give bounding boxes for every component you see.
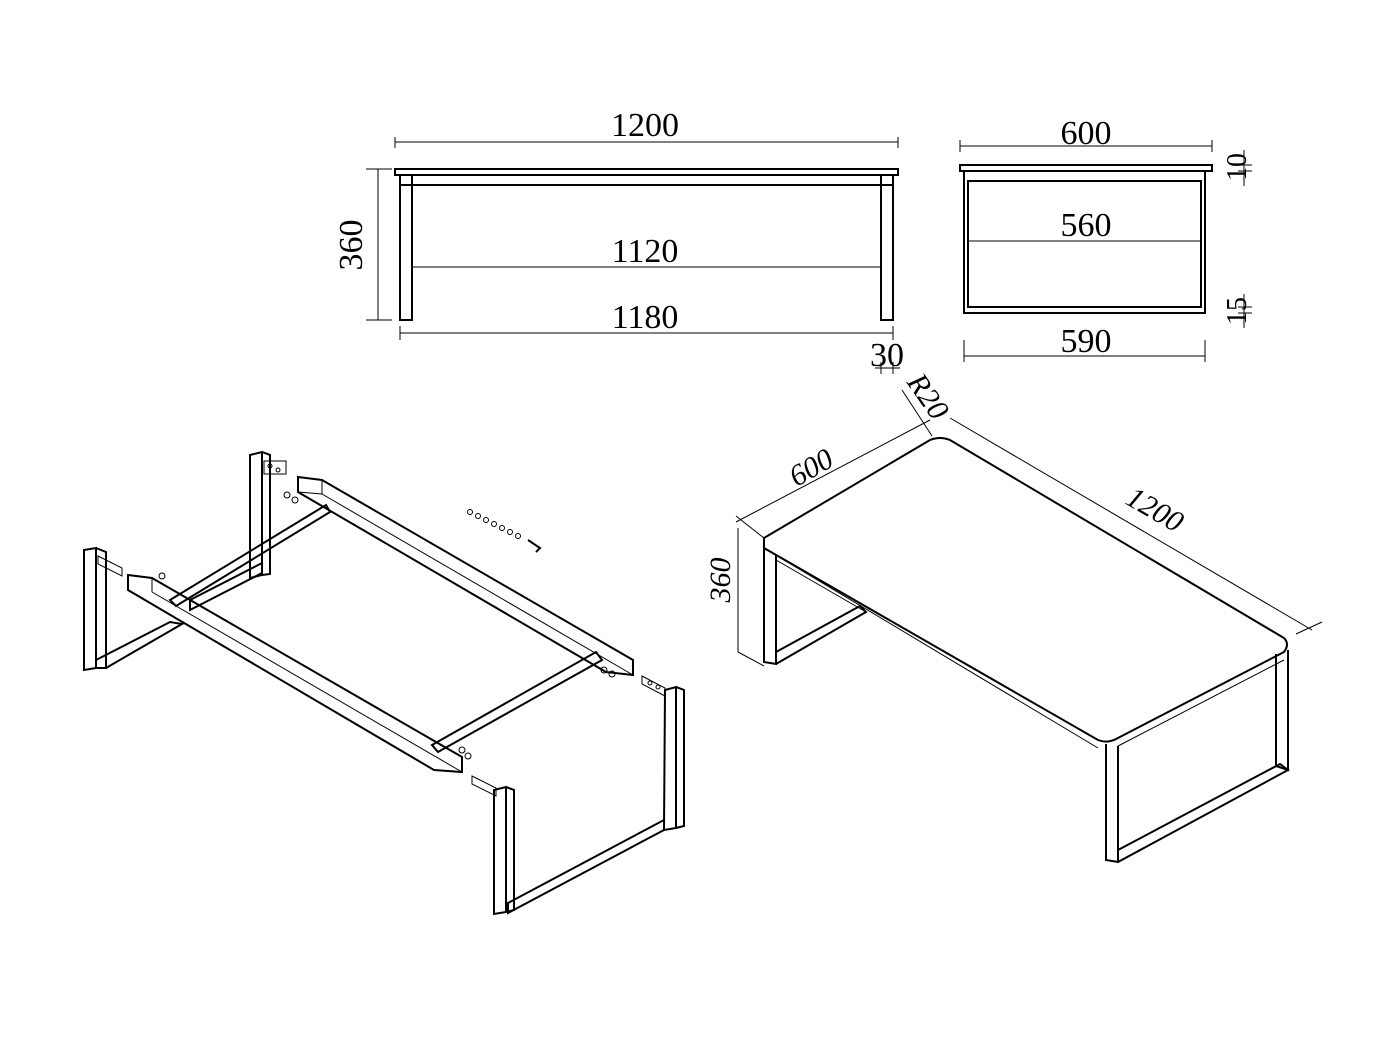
iso-tabletop-edge (763, 547, 1099, 749)
front-left-leg (399, 174, 413, 321)
side-frame-inner (967, 180, 1202, 308)
left-leg-post-side (95, 547, 107, 669)
side-view: 600 10 560 15 590 (959, 115, 1253, 362)
front-leg-bracket (471, 775, 497, 797)
dim-iso-depth: 600 (784, 442, 839, 493)
dim-line-iso-1200 (949, 417, 1313, 631)
dim-line-iso-600 (735, 419, 931, 523)
screw-icon (458, 746, 466, 754)
rail-back-edge (297, 491, 323, 495)
rail-back-edge (321, 493, 634, 676)
screw-icon (507, 529, 513, 535)
dim-outer-depth: 590 (1061, 323, 1112, 360)
front-leg-post-front (493, 785, 507, 916)
screw-icon (467, 509, 473, 515)
back-leg-post-side (261, 451, 271, 576)
right-leg-base-bar (507, 819, 665, 915)
dim-leg-width: 30 (870, 337, 904, 374)
dim-iso-length: 1200 (1121, 480, 1189, 539)
exploded-view (83, 450, 685, 916)
rail-front-edge (151, 591, 463, 773)
cross-bar-left (168, 503, 332, 608)
iso-front-post (1105, 744, 1119, 864)
bolt-hole (655, 684, 661, 690)
screw-icon (499, 525, 505, 531)
right-leg-post-side (675, 686, 685, 829)
side-frame-outer (963, 170, 1206, 314)
dim-inner-depth: 560 (1061, 207, 1112, 244)
dim-tick (737, 651, 765, 667)
right-leg-bracket (641, 675, 666, 697)
dim-outer-width: 1180 (612, 299, 679, 336)
screw-icon (491, 521, 497, 527)
screw-icon (608, 670, 616, 678)
dim-inner-width: 1120 (612, 233, 679, 270)
screw-icon (464, 752, 472, 760)
screw-set (467, 509, 542, 553)
iso-tabletop (763, 437, 1288, 743)
iso-front-base (1117, 762, 1290, 863)
bolt-hole (647, 680, 653, 686)
dim-height: 360 (333, 220, 370, 271)
dim-tick (735, 515, 765, 539)
allen-key-icon (527, 539, 542, 553)
dim-iso-height: 360 (704, 558, 737, 604)
dim-corner-radius: R20 (900, 366, 955, 425)
iso-back-post (1275, 650, 1289, 772)
front-leg-post-side (505, 786, 515, 913)
iso-left-base (775, 604, 868, 665)
dim-line-r20 (901, 389, 933, 437)
left-leg-bracket (97, 555, 123, 577)
screw-icon (483, 517, 489, 523)
screw-icon (515, 533, 521, 539)
back-leg-bracket (263, 460, 287, 475)
iso-left-frame-line (775, 559, 867, 613)
screw-icon (283, 491, 291, 499)
dim-top-thickness: 10 (1222, 153, 1253, 181)
bolt-hole (275, 467, 281, 473)
right-leg-post-front (662, 685, 677, 832)
screw-icon (600, 666, 608, 674)
dim-frame-thickness: 15 (1222, 297, 1253, 325)
left-leg-base-bar (95, 620, 185, 669)
dim-top-width: 1200 (611, 107, 679, 144)
front-view: 1200 360 1120 1180 30 (333, 107, 904, 374)
screw-icon (291, 496, 299, 504)
bolt-hole (267, 463, 273, 469)
dim-tick (1295, 621, 1323, 635)
dim-top-depth: 600 (1061, 115, 1112, 152)
front-top-rail (399, 174, 894, 186)
front-right-leg (880, 174, 894, 321)
iso-left-post (763, 548, 777, 666)
left-leg-post-front (83, 546, 97, 672)
screw-icon (158, 572, 166, 580)
back-leg-base-bar (189, 562, 263, 612)
iso-tabletop-edge (1117, 659, 1285, 747)
screw-icon (475, 513, 481, 519)
iso-view: R20 600 1200 360 (704, 366, 1323, 864)
cross-bar-right (430, 650, 604, 754)
